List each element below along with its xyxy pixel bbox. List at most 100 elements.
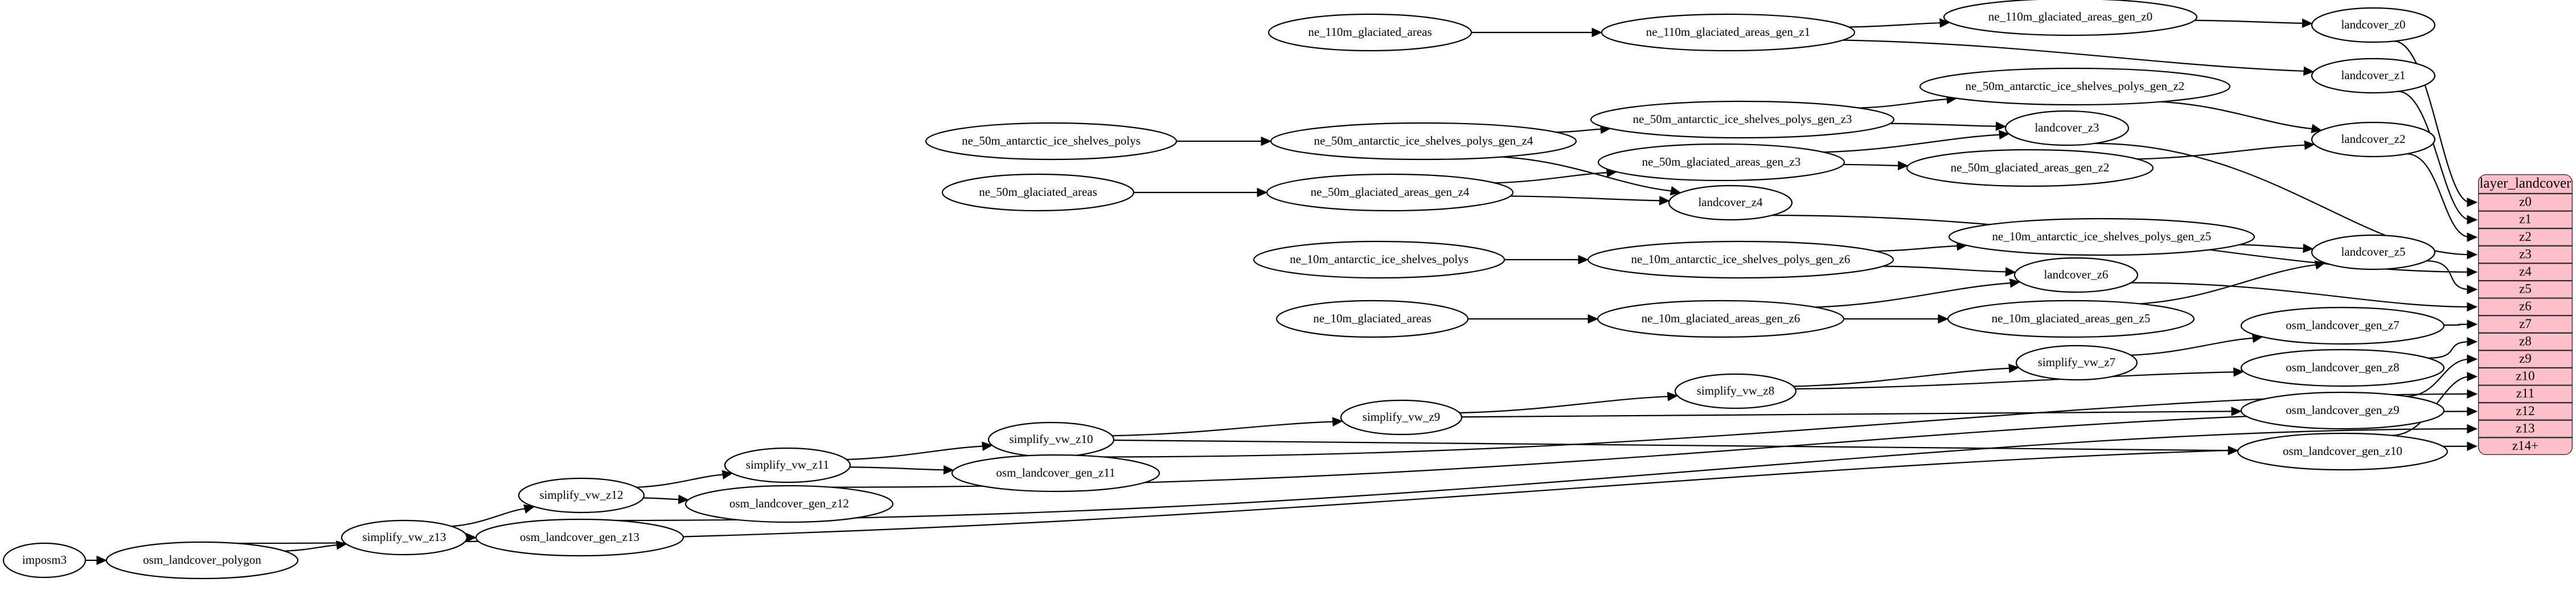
node-label: landcover_z3 [2034, 121, 2099, 134]
graph-node-osm-landcover-gen-z11[interactable]: osm_landcover_gen_z11 [951, 454, 1160, 493]
table-row-z13[interactable]: z13 [2516, 421, 2534, 435]
graph-node-ne-10m-glaciated-areas-gen-z5[interactable]: ne_10m_glaciated_areas_gen_z5 [1947, 300, 2195, 338]
table-row-z9[interactable]: z9 [2519, 351, 2532, 366]
edge-arrowhead [2231, 407, 2242, 416]
edge-arrowhead [1898, 161, 1909, 170]
graph-node-simplify-vw-z10[interactable]: simplify_vw_z10 [987, 421, 1115, 458]
table-row-z4[interactable]: z4 [2519, 264, 2532, 278]
edge-arrowhead [2467, 372, 2478, 382]
table-row-z2[interactable]: z2 [2519, 229, 2532, 244]
node-label: ne_110m_glaciated_areas [1308, 25, 1431, 39]
edge-arrowhead [2467, 232, 2478, 242]
edge-arrowhead [1670, 186, 1681, 196]
graph-node-simplify-vw-z7[interactable]: simplify_vw_z7 [2015, 345, 2138, 381]
node-label: ne_50m_glaciated_areas_gen_z4 [1311, 185, 1470, 199]
graph-node-osm-landcover-gen-z7[interactable]: osm_landcover_gen_z7 [2240, 306, 2445, 345]
edge-arrowhead [678, 494, 690, 505]
table-row-z12[interactable]: z12 [2516, 404, 2534, 418]
graph-node-ne-50m-antarctic-ice-shelves-polys-gen-z2[interactable]: ne_50m_antarctic_ice_shelves_polys_gen_z… [1919, 67, 2231, 106]
table-row-z3[interactable]: z3 [2519, 247, 2532, 261]
edge-arrowhead [1257, 187, 1268, 198]
graph-node-ne-50m-antarctic-ice-shelves-polys-gen-z4[interactable]: ne_50m_antarctic_ice_shelves_polys_gen_z… [1270, 122, 1577, 161]
edge-arrowhead [2303, 243, 2314, 253]
graph-node-ne-50m-glaciated-areas-gen-z4[interactable]: ne_50m_glaciated_areas_gen_z4 [1266, 173, 1514, 212]
graph-node-simplify-vw-z8[interactable]: simplify_vw_z8 [1674, 373, 1797, 409]
graph-node-landcover-z5[interactable]: landcover_z5 [2311, 234, 2436, 270]
edge-arrowhead [2467, 319, 2478, 329]
edge-arrowhead [1261, 136, 1272, 146]
graph-node-simplify-vw-z11[interactable]: simplify_vw_z11 [724, 447, 851, 483]
node-label: ne_10m_glaciated_areas_gen_z5 [1992, 311, 2151, 325]
node-label: ne_50m_antarctic_ice_shelves_polys_gen_z… [1966, 79, 2185, 93]
node-label: landcover_z5 [2341, 245, 2405, 259]
table-row-z11[interactable]: z11 [2516, 386, 2534, 400]
graph-node-ne-10m-glaciated-areas[interactable]: ne_10m_glaciated_areas [1275, 300, 1469, 338]
graph-node-ne-10m-antarctic-ice-shelves-polys[interactable]: ne_10m_antarctic_ice_shelves_polys [1253, 240, 1506, 279]
graph-node-landcover-z4[interactable]: landcover_z4 [1668, 184, 1793, 221]
node-label: landcover_z4 [1698, 195, 1763, 209]
graph-node-landcover-z6[interactable]: landcover_z6 [2013, 257, 2139, 293]
graph-node-simplify-vw-z12[interactable]: simplify_vw_z12 [518, 477, 645, 514]
graph-node-ne-50m-glaciated-areas-gen-z2[interactable]: ne_50m_glaciated_areas_gen_z2 [1906, 149, 2154, 187]
node-label: ne_50m_glaciated_areas [979, 185, 1097, 199]
graph-node-landcover-z3[interactable]: landcover_z3 [2004, 110, 2130, 146]
graph-node-landcover-z0[interactable]: landcover_z0 [2311, 7, 2436, 43]
graph-node-osm-landcover-polygon[interactable]: osm_landcover_polygon [105, 541, 299, 580]
graph-node-imposm3[interactable]: imposm3 [2, 542, 87, 579]
edge-arrowhead [523, 504, 535, 514]
graph-node-osm-landcover-gen-z9[interactable]: osm_landcover_gen_z9 [2240, 391, 2445, 430]
edge-arrowhead [1578, 255, 1589, 265]
table-row-z7[interactable]: z7 [2519, 317, 2532, 331]
graph-node-ne-110m-glaciated-areas-gen-z1[interactable]: ne_110m_glaciated_areas_gen_z1 [1601, 13, 1856, 52]
graph-node-ne-50m-antarctic-ice-shelves-polys[interactable]: ne_50m_antarctic_ice_shelves_polys [925, 122, 1178, 161]
graph-node-simplify-vw-z13[interactable]: simplify_vw_z13 [341, 519, 468, 556]
table-row-z6[interactable]: z6 [2519, 299, 2532, 313]
graph-node-osm-landcover-gen-z8[interactable]: osm_landcover_gen_z8 [2240, 348, 2445, 387]
edge-arrowhead [2467, 198, 2478, 207]
table-layer: layer_landcoverz0z1z2z3z4z5z6z7z8z9z10z1… [2478, 174, 2573, 455]
node-label: simplify_vw_z10 [1010, 432, 1093, 446]
edge-arrowhead [2467, 215, 2478, 225]
table-row-z8[interactable]: z8 [2519, 334, 2532, 348]
table-row-z0[interactable]: z0 [2519, 195, 2532, 209]
edge-arrowhead [2467, 354, 2478, 364]
graph-node-osm-landcover-gen-z10[interactable]: osm_landcover_gen_z10 [2237, 432, 2448, 471]
node-label: landcover_z1 [2341, 68, 2405, 82]
node-layer: ne_110m_glaciated_areas ne_110m_glaciated… [2, 0, 2448, 580]
edge-arrowhead [2005, 267, 2016, 277]
node-label: simplify_vw_z7 [2038, 355, 2116, 369]
node-label: landcover_z0 [2341, 18, 2405, 31]
edge-arrowhead [2009, 278, 2021, 288]
table-row-z14plus[interactable]: z14+ [2512, 438, 2538, 453]
graph-node-landcover-z1[interactable]: landcover_z1 [2311, 58, 2436, 94]
node-label: ne_50m_antarctic_ice_shelves_polys [962, 134, 1141, 147]
edge-arrowhead [982, 441, 993, 451]
node-label: osm_landcover_gen_z8 [2286, 360, 2399, 374]
graph-node-ne-10m-antarctic-ice-shelves-polys-gen-z5[interactable]: ne_10m_antarctic_ice_shelves_polys_gen_z… [1948, 218, 2255, 256]
edge-arrowhead [2467, 249, 2478, 260]
node-label: ne_50m_antarctic_ice_shelves_polys_gen_z… [1314, 134, 1533, 147]
edge-arrowhead [466, 532, 477, 543]
graph-node-ne-110m-glaciated-areas-gen-z0[interactable]: ne_110m_glaciated_areas_gen_z0 [1943, 0, 2198, 36]
edge-arrowhead [1667, 392, 1679, 401]
graph-node-osm-landcover-gen-z12[interactable]: osm_landcover_gen_z12 [684, 485, 894, 523]
graph-node-landcover-z2[interactable]: landcover_z2 [2311, 121, 2436, 158]
table-row-z10[interactable]: z10 [2516, 369, 2534, 383]
graph-node-simplify-vw-z9[interactable]: simplify_vw_z9 [1340, 399, 1463, 436]
node-label: imposm3 [22, 553, 67, 567]
graph-node-ne-10m-glaciated-areas-gen-z6[interactable]: ne_10m_glaciated_areas_gen_z6 [1597, 300, 1845, 338]
node-label: ne_10m_glaciated_areas_gen_z6 [1642, 311, 1800, 325]
graph-node-ne-50m-glaciated-areas-gen-z3[interactable]: ne_50m_glaciated_areas_gen_z3 [1597, 143, 1845, 182]
graph-node-osm-landcover-gen-z13[interactable]: osm_landcover_gen_z13 [475, 518, 684, 557]
table-row-z1[interactable]: z1 [2519, 212, 2532, 226]
edge-arrowhead [2467, 337, 2478, 347]
edge-arrowhead [1995, 121, 2007, 131]
edge-arrowhead [2304, 140, 2315, 150]
graph-node-ne-110m-glaciated-areas[interactable]: ne_110m_glaciated_areas [1268, 13, 1472, 52]
graph-node-ne-10m-antarctic-ice-shelves-polys-gen-z6[interactable]: ne_10m_antarctic_ice_shelves_polys_gen_z… [1587, 240, 1894, 279]
graph-node-ne-50m-glaciated-areas[interactable]: ne_50m_glaciated_areas [941, 173, 1135, 212]
graph-node-ne-50m-antarctic-ice-shelves-polys-gen-z3[interactable]: ne_50m_antarctic_ice_shelves_polys_gen_z… [1590, 100, 1895, 139]
edge-arrowhead [1659, 195, 1670, 206]
table-row-z5[interactable]: z5 [2519, 282, 2532, 296]
